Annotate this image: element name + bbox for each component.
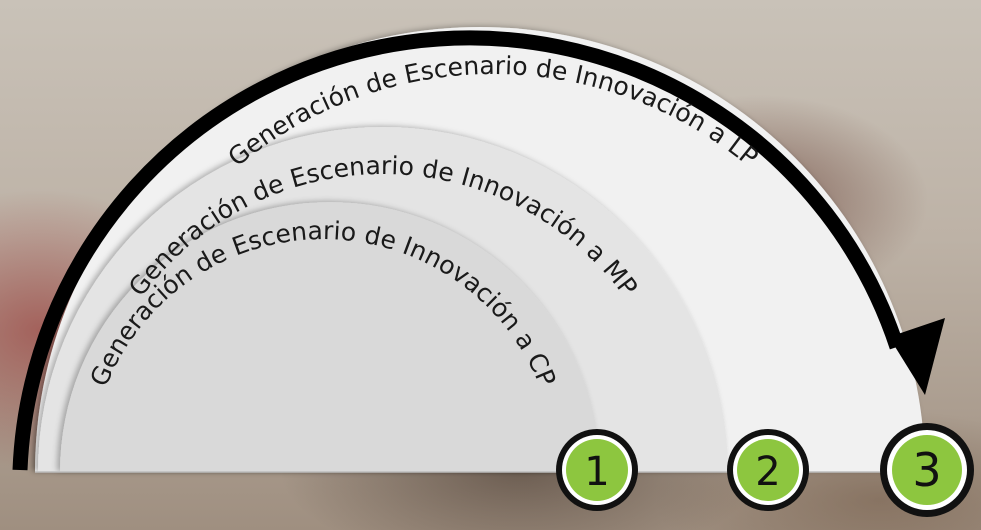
progress-arrow	[12, 30, 905, 471]
stage-1-badge: 1	[556, 429, 638, 511]
stage-3-badge: 3	[880, 423, 974, 517]
stage-1-number: 1	[584, 449, 609, 495]
stage-2-badge: 2	[727, 429, 809, 511]
arc-band-short-term	[60, 202, 600, 472]
arrowhead-icon	[889, 318, 945, 395]
stage-3-number: 3	[912, 443, 941, 497]
stage-2-number: 2	[755, 449, 780, 495]
